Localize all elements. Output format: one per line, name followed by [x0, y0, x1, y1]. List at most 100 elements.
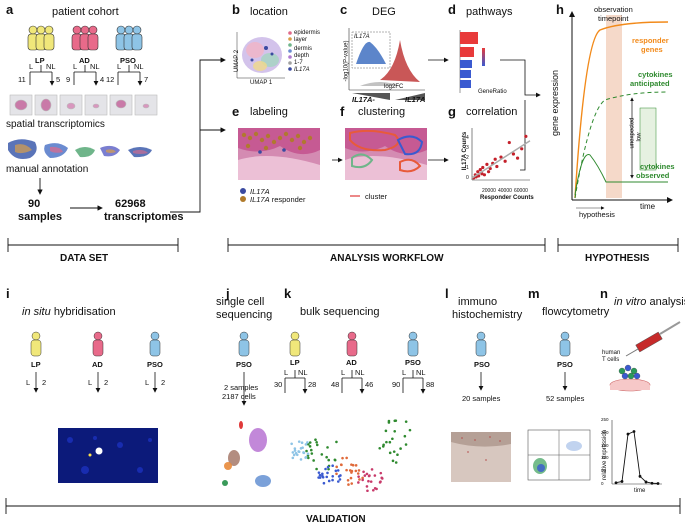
bulk-lp-l: L: [284, 368, 289, 377]
ad-l-count: 9: [66, 75, 71, 84]
bulk-sample-point: [317, 476, 320, 479]
bulk-sample-point: [305, 449, 308, 453]
bulk-sample-point: [354, 464, 358, 467]
group-ad: AD: [79, 56, 90, 65]
samples-count: 90: [28, 198, 41, 210]
expression-point: [650, 481, 654, 485]
bulk-sample-point: [382, 443, 385, 447]
legend-layer: layer: [294, 37, 308, 43]
bulk-sample-point: [348, 469, 352, 472]
bulk-sample-point: [322, 481, 326, 485]
scrna-title-2: sequencing: [216, 309, 273, 321]
correlation-point: [476, 170, 480, 174]
corr-ytick-4: 4: [466, 135, 469, 141]
bulk-sample-point: [304, 443, 308, 446]
bulk-sample-point: [331, 475, 335, 478]
cluster-legend: cluster: [365, 192, 388, 201]
bulk-sample-point: [326, 446, 329, 449]
bulk-sample-point: [321, 475, 325, 479]
time-label: time: [640, 202, 656, 211]
responder-suffix: responder: [271, 195, 306, 204]
bulk-sample-point: [350, 482, 354, 485]
pso-nl-count: 7: [144, 75, 149, 84]
bulk-sample-point: [391, 459, 395, 463]
bulk-sample-point: [366, 489, 369, 493]
hypothesis-chart: [569, 11, 673, 210]
section-analysis-workflow: ANALYSIS WORKFLOW: [330, 253, 444, 264]
bulk-sample-point: [347, 483, 350, 486]
bulk-sample-point: [315, 443, 319, 447]
lp-l-count: 11: [18, 75, 26, 84]
pso-l-count: 12: [106, 75, 115, 84]
bulk-sample-point: [393, 429, 397, 433]
bulk-sample-point: [307, 443, 310, 446]
bulk-group-pso: PSO: [405, 358, 421, 367]
flow-group: PSO: [557, 360, 573, 369]
correlation-point: [495, 164, 499, 169]
bulk-sample-point: [306, 452, 310, 456]
bulk-sample-point: [349, 476, 353, 480]
group-lp: LP: [35, 56, 45, 65]
bulk-sample-point: [357, 481, 360, 484]
bulk-sample-point: [334, 469, 338, 473]
bulk-sample-point: [308, 441, 312, 444]
expression-point: [626, 432, 630, 436]
bulk-sample-point: [350, 463, 353, 466]
anticipated-label-2: anticipated: [630, 79, 670, 88]
bulk-lp-nl: NL: [298, 368, 308, 377]
responder-label-1: responder: [632, 36, 669, 45]
lp-nl-label: NL: [46, 62, 56, 71]
ad-nl-label: NL: [90, 62, 100, 71]
bulk-sample-point: [317, 471, 321, 474]
bulk-sample-point: [308, 445, 312, 448]
correlation-title: correlation: [466, 106, 518, 118]
bulk-sample-point: [403, 434, 407, 438]
bulk-sample-point: [388, 440, 392, 444]
lp-patient-icon-k: [289, 331, 301, 357]
ish-title: in situ hybridisation: [22, 306, 116, 318]
legend-depth: depth: [294, 53, 310, 59]
invitro-ytick: 50: [601, 468, 607, 474]
bulk-pso-l: L: [402, 368, 407, 377]
invitro-ytick: 100: [601, 455, 609, 461]
bulk-sample-point: [299, 447, 303, 450]
observed-label-2: observed: [636, 171, 670, 180]
bulk-sample-point: [306, 441, 309, 444]
labeling-tissue-image: [238, 128, 320, 180]
bulk-sample-point: [339, 463, 343, 466]
bulk-sample-point: [290, 442, 293, 446]
bulk-sample-point: [333, 458, 337, 462]
corr-xtick-3: 60000: [514, 188, 528, 194]
bulk-sample-point: [367, 479, 370, 483]
correlation-point: [493, 157, 497, 161]
bulk-sample-point: [346, 479, 350, 482]
bulk-pso-nl: NL: [416, 368, 426, 377]
observation-timepoint-band: [606, 15, 622, 198]
bulk-sample-point: [331, 478, 334, 482]
bulk-sample-point: [357, 469, 361, 472]
expression-point: [656, 482, 660, 485]
umap-axis-x: UMAP 1: [250, 80, 273, 86]
section-validation: VALIDATION: [306, 514, 366, 525]
bulk-sample-point: [315, 467, 318, 471]
ish-group-lp: LP: [31, 360, 41, 369]
bulk-sample-point: [396, 453, 399, 456]
pso-patient-icon-m: [559, 331, 571, 357]
bulk-sample-point: [380, 476, 384, 480]
bulk-ad-l: L: [341, 368, 346, 377]
correlation-point: [485, 162, 489, 166]
bulk-sample-point: [335, 472, 338, 476]
ish-n-ad: 2: [104, 378, 109, 387]
volcano-plot-icon: [348, 28, 425, 100]
bulk-sample-point: [325, 455, 328, 459]
labeling-title: labeling: [250, 106, 288, 118]
bulk-pso-l-n: 90: [392, 380, 401, 389]
ihc-image: [451, 432, 511, 482]
correlation-point: [499, 155, 503, 159]
responder-label-2: genes: [641, 45, 663, 54]
syringe-icon: [625, 321, 681, 357]
ish-group-pso: PSO: [147, 360, 163, 369]
bulk-sample-point: [361, 476, 364, 480]
invitro-ytick: 0: [601, 481, 604, 486]
